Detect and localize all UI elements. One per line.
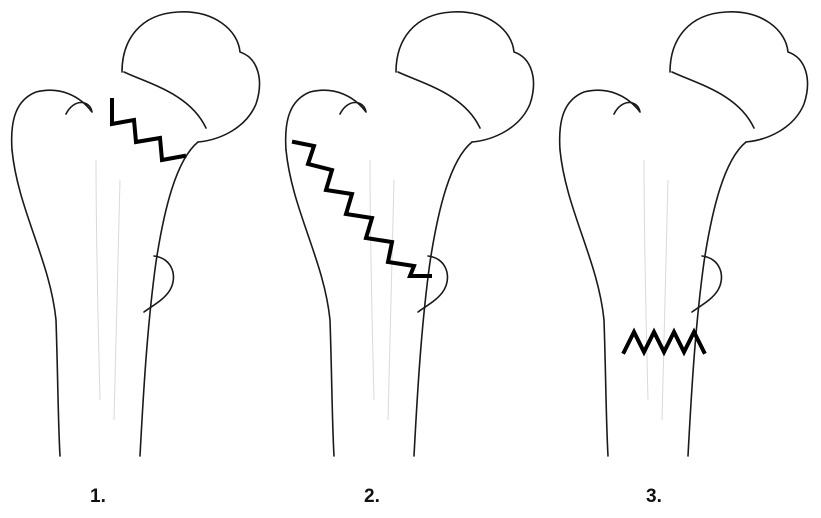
shaft-left-edge (286, 150, 334, 456)
shading-line (114, 180, 120, 420)
head-inner-curve (672, 72, 754, 128)
shading-line (370, 160, 374, 400)
femur-panel-3: 3. (548, 0, 821, 518)
femur-drawing-2 (274, 0, 548, 518)
lesser-trochanter (418, 256, 447, 312)
femur-panel-2: 2. (274, 0, 548, 518)
femoral-head (122, 12, 259, 142)
greater-trochanter (12, 90, 92, 150)
femur-drawing-3 (548, 0, 821, 518)
femur-panel-1: 1. (0, 0, 274, 518)
panel-label-2: 2. (364, 486, 380, 508)
shaft-right-edge (414, 142, 472, 456)
femoral-head (670, 12, 807, 142)
femoral-head (396, 12, 533, 142)
shading-line (662, 180, 668, 420)
head-inner-curve (398, 72, 480, 128)
shaft-left-edge (12, 150, 60, 456)
shading-line (96, 160, 100, 400)
shading-line (644, 160, 648, 400)
lesser-trochanter (144, 256, 173, 312)
shading-line (388, 180, 394, 420)
panel-label-1: 1. (90, 486, 106, 508)
shaft-right-edge (140, 142, 198, 456)
greater-trochanter (560, 90, 640, 150)
shaft-left-edge (560, 150, 608, 456)
lesser-trochanter (692, 256, 721, 312)
shaft-right-edge (688, 142, 746, 456)
head-inner-curve (124, 72, 206, 128)
fracture-line-subcapital (112, 100, 184, 160)
panel-label-3: 3. (646, 486, 662, 508)
femur-drawing-1 (0, 0, 274, 518)
